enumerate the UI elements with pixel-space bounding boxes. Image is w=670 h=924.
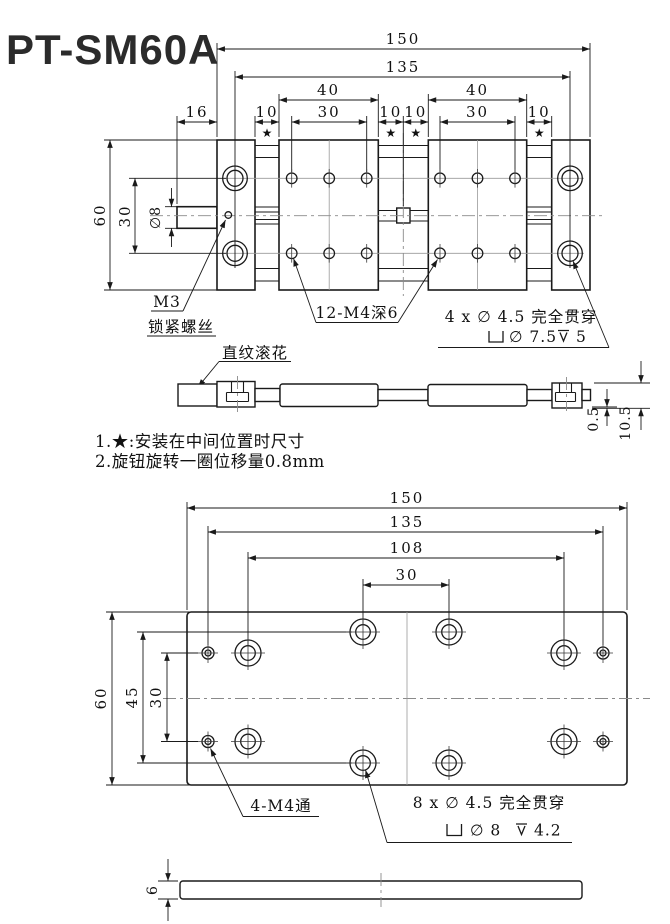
top-view-labels: M3 锁紧螺丝 12-M4深6 4 x ∅ 4.5 完全贯穿 ∅ 7.5 5 直… (147, 219, 610, 388)
counterbore8-depth: 4.2 (534, 822, 562, 840)
base-plate-side-view: 6 (145, 859, 583, 921)
dim-10-d: 10 (528, 103, 551, 121)
part-number-title: PT-SM60A (6, 26, 220, 73)
counterbore-dia: ∅ 7.5 (509, 328, 557, 346)
right-plate-side (427, 383, 528, 407)
left-plate-side (279, 383, 379, 408)
dim-40-left: 40 (317, 81, 340, 99)
star-marker: ★ (410, 126, 421, 140)
dim-60-bottom: 60 (92, 686, 110, 709)
dim-6-thickness: 6 (145, 885, 161, 895)
dim-10-a: 10 (255, 103, 278, 121)
top-view-dimensions: 150 135 40 40 16 10 30 10 10 30 10 ★ ★ ★… (91, 30, 591, 291)
tapped-holes-label: 12-M4深6 (315, 304, 398, 322)
tapped-holes (285, 169, 521, 263)
dim-60: 60 (91, 203, 109, 226)
m4-through-label: 4-M4通 (250, 797, 311, 815)
screw-end (581, 388, 592, 402)
dim-10.5: 10.5 (618, 405, 634, 440)
right-end-block-side (551, 382, 583, 409)
left-end-block-side (216, 380, 256, 408)
depth-icon (558, 329, 569, 343)
counterbore8-note-line1: 8 x ∅ 4.5 完全贯穿 (413, 794, 565, 812)
left-slide-plate (278, 139, 380, 291)
stage-side-view: 0.5 10.5 (177, 361, 650, 441)
dim-30-right: 30 (466, 103, 489, 121)
note-knob-travel: 2.旋钮旋转一圈位移量0.8mm (95, 452, 325, 471)
counterbore-note-line1: 4 x ∅ 4.5 完全贯穿 (445, 308, 597, 326)
right-end-block (550, 139, 591, 291)
dim-108-bottom: 108 (390, 539, 425, 557)
counterbore-holes-bottom (231, 615, 581, 780)
rail-segment (254, 387, 281, 403)
counterbore-icon (446, 824, 463, 837)
dim-135: 135 (386, 58, 421, 76)
dim-10-b: 10 (379, 103, 402, 121)
through-holes-m4 (198, 643, 613, 752)
dim-45-bottom: 45 (123, 685, 141, 708)
dim-0.5: 0.5 (586, 406, 602, 431)
counterbore8-dia: ∅ 8 (470, 822, 501, 840)
dim-16: 16 (185, 103, 208, 121)
dim-30v-bottom: 30 (147, 685, 165, 708)
depth-icon (516, 823, 527, 837)
star-marker: ★ (262, 126, 273, 140)
m3-label: M3 (153, 293, 181, 311)
dim-40-right: 40 (466, 81, 489, 99)
left-end-block (216, 139, 256, 291)
star-marker: ★ (534, 126, 545, 140)
dim-dia8: ∅8 (148, 206, 164, 229)
note-star-definition: 1.★:安装在中间位置时尺寸 (95, 432, 305, 451)
dim-135-bottom: 135 (390, 513, 425, 531)
dim-30-bottom: 30 (395, 566, 418, 584)
knob-shaft (176, 205, 218, 230)
dim-150: 150 (386, 30, 421, 48)
counterbore-icon (488, 331, 504, 343)
base-plate-labels: 4-M4通 8 x ∅ 4.5 完全贯穿 ∅ 8 4.2 (210, 748, 572, 843)
base-plate-view: 150 135 108 30 60 45 30 (92, 489, 650, 786)
star-marker: ★ (385, 126, 396, 140)
rail-segment (526, 388, 553, 402)
dim-10-c: 10 (404, 103, 427, 121)
dim-30-vert: 30 (116, 204, 134, 227)
m3-lock-screw-label: 锁紧螺丝 (148, 318, 214, 336)
knob (177, 383, 218, 407)
knurl-label: 直纹滚花 (222, 344, 288, 362)
dim-150-bottom: 150 (390, 489, 425, 507)
m3-set-screw-hole (224, 211, 233, 219)
rail-segment (377, 388, 429, 402)
dim-30-left: 30 (318, 103, 341, 121)
counterbore-depth: 5 (576, 328, 587, 346)
